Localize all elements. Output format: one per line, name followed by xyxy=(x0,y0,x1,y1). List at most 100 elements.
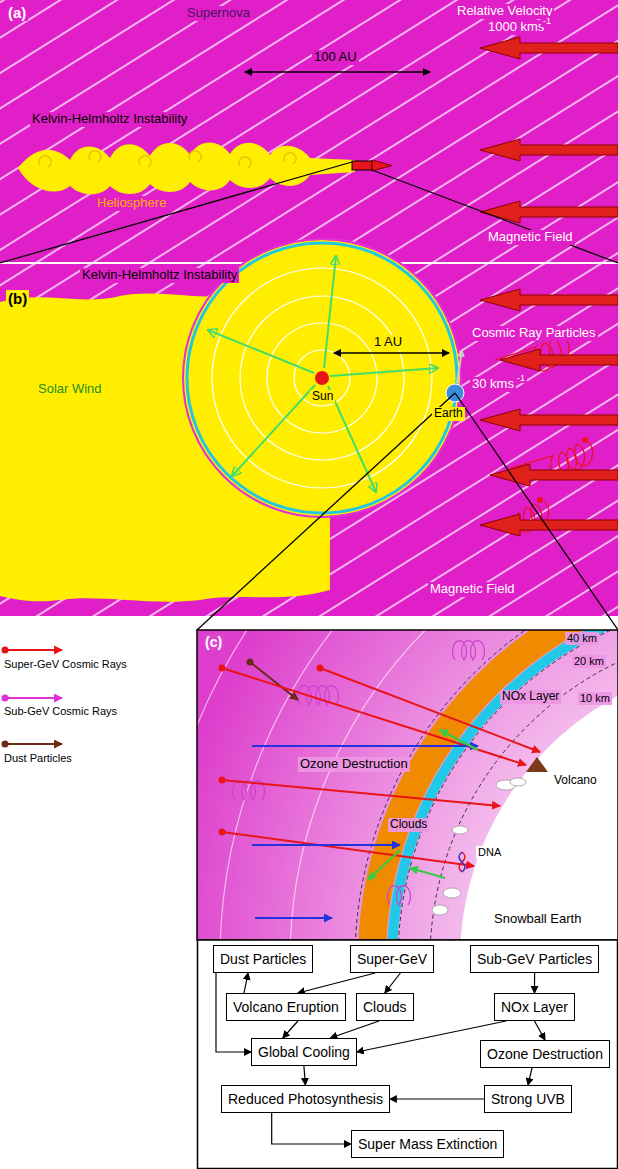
art-polygon xyxy=(480,201,618,223)
heliosphere-tail xyxy=(18,142,355,194)
art-path xyxy=(39,151,296,168)
figure-label: Cosmic Ray Particles xyxy=(470,326,598,341)
process-box: Ozone Destruction xyxy=(480,1040,610,1068)
art-g xyxy=(480,37,618,223)
figure-label: -1 xyxy=(541,16,553,26)
art-g xyxy=(355,630,618,940)
box-text: Clouds xyxy=(363,999,407,1015)
art-g xyxy=(208,256,438,492)
figure-label: (c) xyxy=(203,634,224,650)
art-line xyxy=(457,350,462,383)
figure-label: Supernova xyxy=(185,6,252,21)
box-text: Strong UVB xyxy=(491,1091,565,1107)
art-line xyxy=(255,917,332,919)
art-rect xyxy=(0,0,618,262)
art-circle xyxy=(460,660,618,940)
figure-label: (b) xyxy=(6,290,29,307)
art-polygon xyxy=(480,409,618,431)
art-path xyxy=(298,686,339,705)
figure-label: Ozone Destruction xyxy=(298,757,410,772)
art-g xyxy=(222,668,540,866)
process-box: Super Mass Extinction xyxy=(351,1130,504,1158)
figure-label: Kelvin-Helmholtz Instability xyxy=(80,268,239,283)
art-polygon xyxy=(480,514,618,536)
flow-arrow xyxy=(534,973,535,993)
figure-label: Relative Velocity xyxy=(455,4,554,19)
flow-arrow xyxy=(535,1021,546,1040)
art-g xyxy=(212,268,432,488)
panel-c xyxy=(150,350,618,1169)
process-box: Strong UVB xyxy=(484,1085,572,1113)
art-g xyxy=(197,630,618,940)
figure-label: 40 km xyxy=(565,632,599,645)
figure-label: 10 km xyxy=(578,692,612,705)
art-line xyxy=(5,743,62,745)
art-line xyxy=(222,780,500,806)
art-circle xyxy=(219,829,226,836)
figure-label: Kelvin-Helmholtz Instability xyxy=(30,112,189,127)
art-circle xyxy=(220,630,618,940)
box-text: Super Mass Extinction xyxy=(358,1136,497,1152)
flow-arrow xyxy=(390,1098,484,1099)
figure-label: 1000 kms xyxy=(486,20,546,35)
flow-arrow xyxy=(385,973,401,993)
art-polygon xyxy=(480,139,618,161)
art-line xyxy=(334,352,449,354)
figure-label: Clouds xyxy=(388,818,429,832)
flow-arrow xyxy=(283,1021,298,1038)
panel-b xyxy=(0,239,618,630)
art-circle xyxy=(315,371,329,385)
process-box: Clouds xyxy=(356,993,414,1021)
legend-text: Super-GeV Cosmic Rays xyxy=(4,658,127,670)
art-circle xyxy=(430,630,618,940)
art-line xyxy=(252,844,400,846)
art-circle xyxy=(187,243,457,513)
art-g xyxy=(197,630,618,940)
flow-arrow xyxy=(330,1021,379,1038)
art-circle xyxy=(197,630,618,940)
flow-arrow xyxy=(298,973,375,993)
box-text: Reduced Photosynthesis xyxy=(228,1091,383,1107)
flow-arrow xyxy=(528,1068,532,1085)
process-box: Reduced Photosynthesis xyxy=(221,1085,390,1113)
figure-label: 20 km xyxy=(572,655,606,668)
art-ellipse xyxy=(443,888,461,898)
art-path xyxy=(372,160,392,171)
art-line xyxy=(245,71,430,73)
art-path xyxy=(459,852,465,872)
figure-label: Solar Wind xyxy=(36,382,104,397)
art-line xyxy=(410,868,445,878)
art-g xyxy=(252,746,478,918)
flow-arrow xyxy=(272,1113,351,1144)
art-line xyxy=(372,170,618,263)
art-circle xyxy=(247,659,254,666)
dna-helix xyxy=(459,852,465,872)
art-rect xyxy=(197,630,618,940)
art-circle xyxy=(317,665,324,672)
art-line xyxy=(222,832,474,866)
art-ellipse xyxy=(510,778,526,786)
art-circle xyxy=(2,695,9,702)
art-circle xyxy=(398,630,618,940)
figure-label: Heliosphere xyxy=(95,196,168,211)
art-circle xyxy=(2,741,9,748)
flow-arrow xyxy=(244,973,248,993)
legend-text: Sub-GeV Cosmic Rays xyxy=(4,705,117,717)
art-polygon xyxy=(500,349,618,371)
art-g xyxy=(432,778,526,915)
art-line xyxy=(222,668,526,765)
figure-label: 30 kms xyxy=(470,377,516,392)
panel-a xyxy=(0,0,618,263)
art-rect xyxy=(0,0,618,262)
process-box: Sub-GeV Particles xyxy=(470,945,599,973)
art-polygon xyxy=(480,289,618,311)
art-line xyxy=(208,330,314,373)
art-circle xyxy=(537,497,543,503)
art-path xyxy=(453,641,485,660)
art-ellipse xyxy=(432,905,448,915)
art-circle xyxy=(212,268,432,488)
art-line xyxy=(440,730,478,750)
art-circle xyxy=(582,437,588,443)
legend-text: Dust Particles xyxy=(4,752,72,764)
figure-label: 1 AU xyxy=(372,335,404,350)
